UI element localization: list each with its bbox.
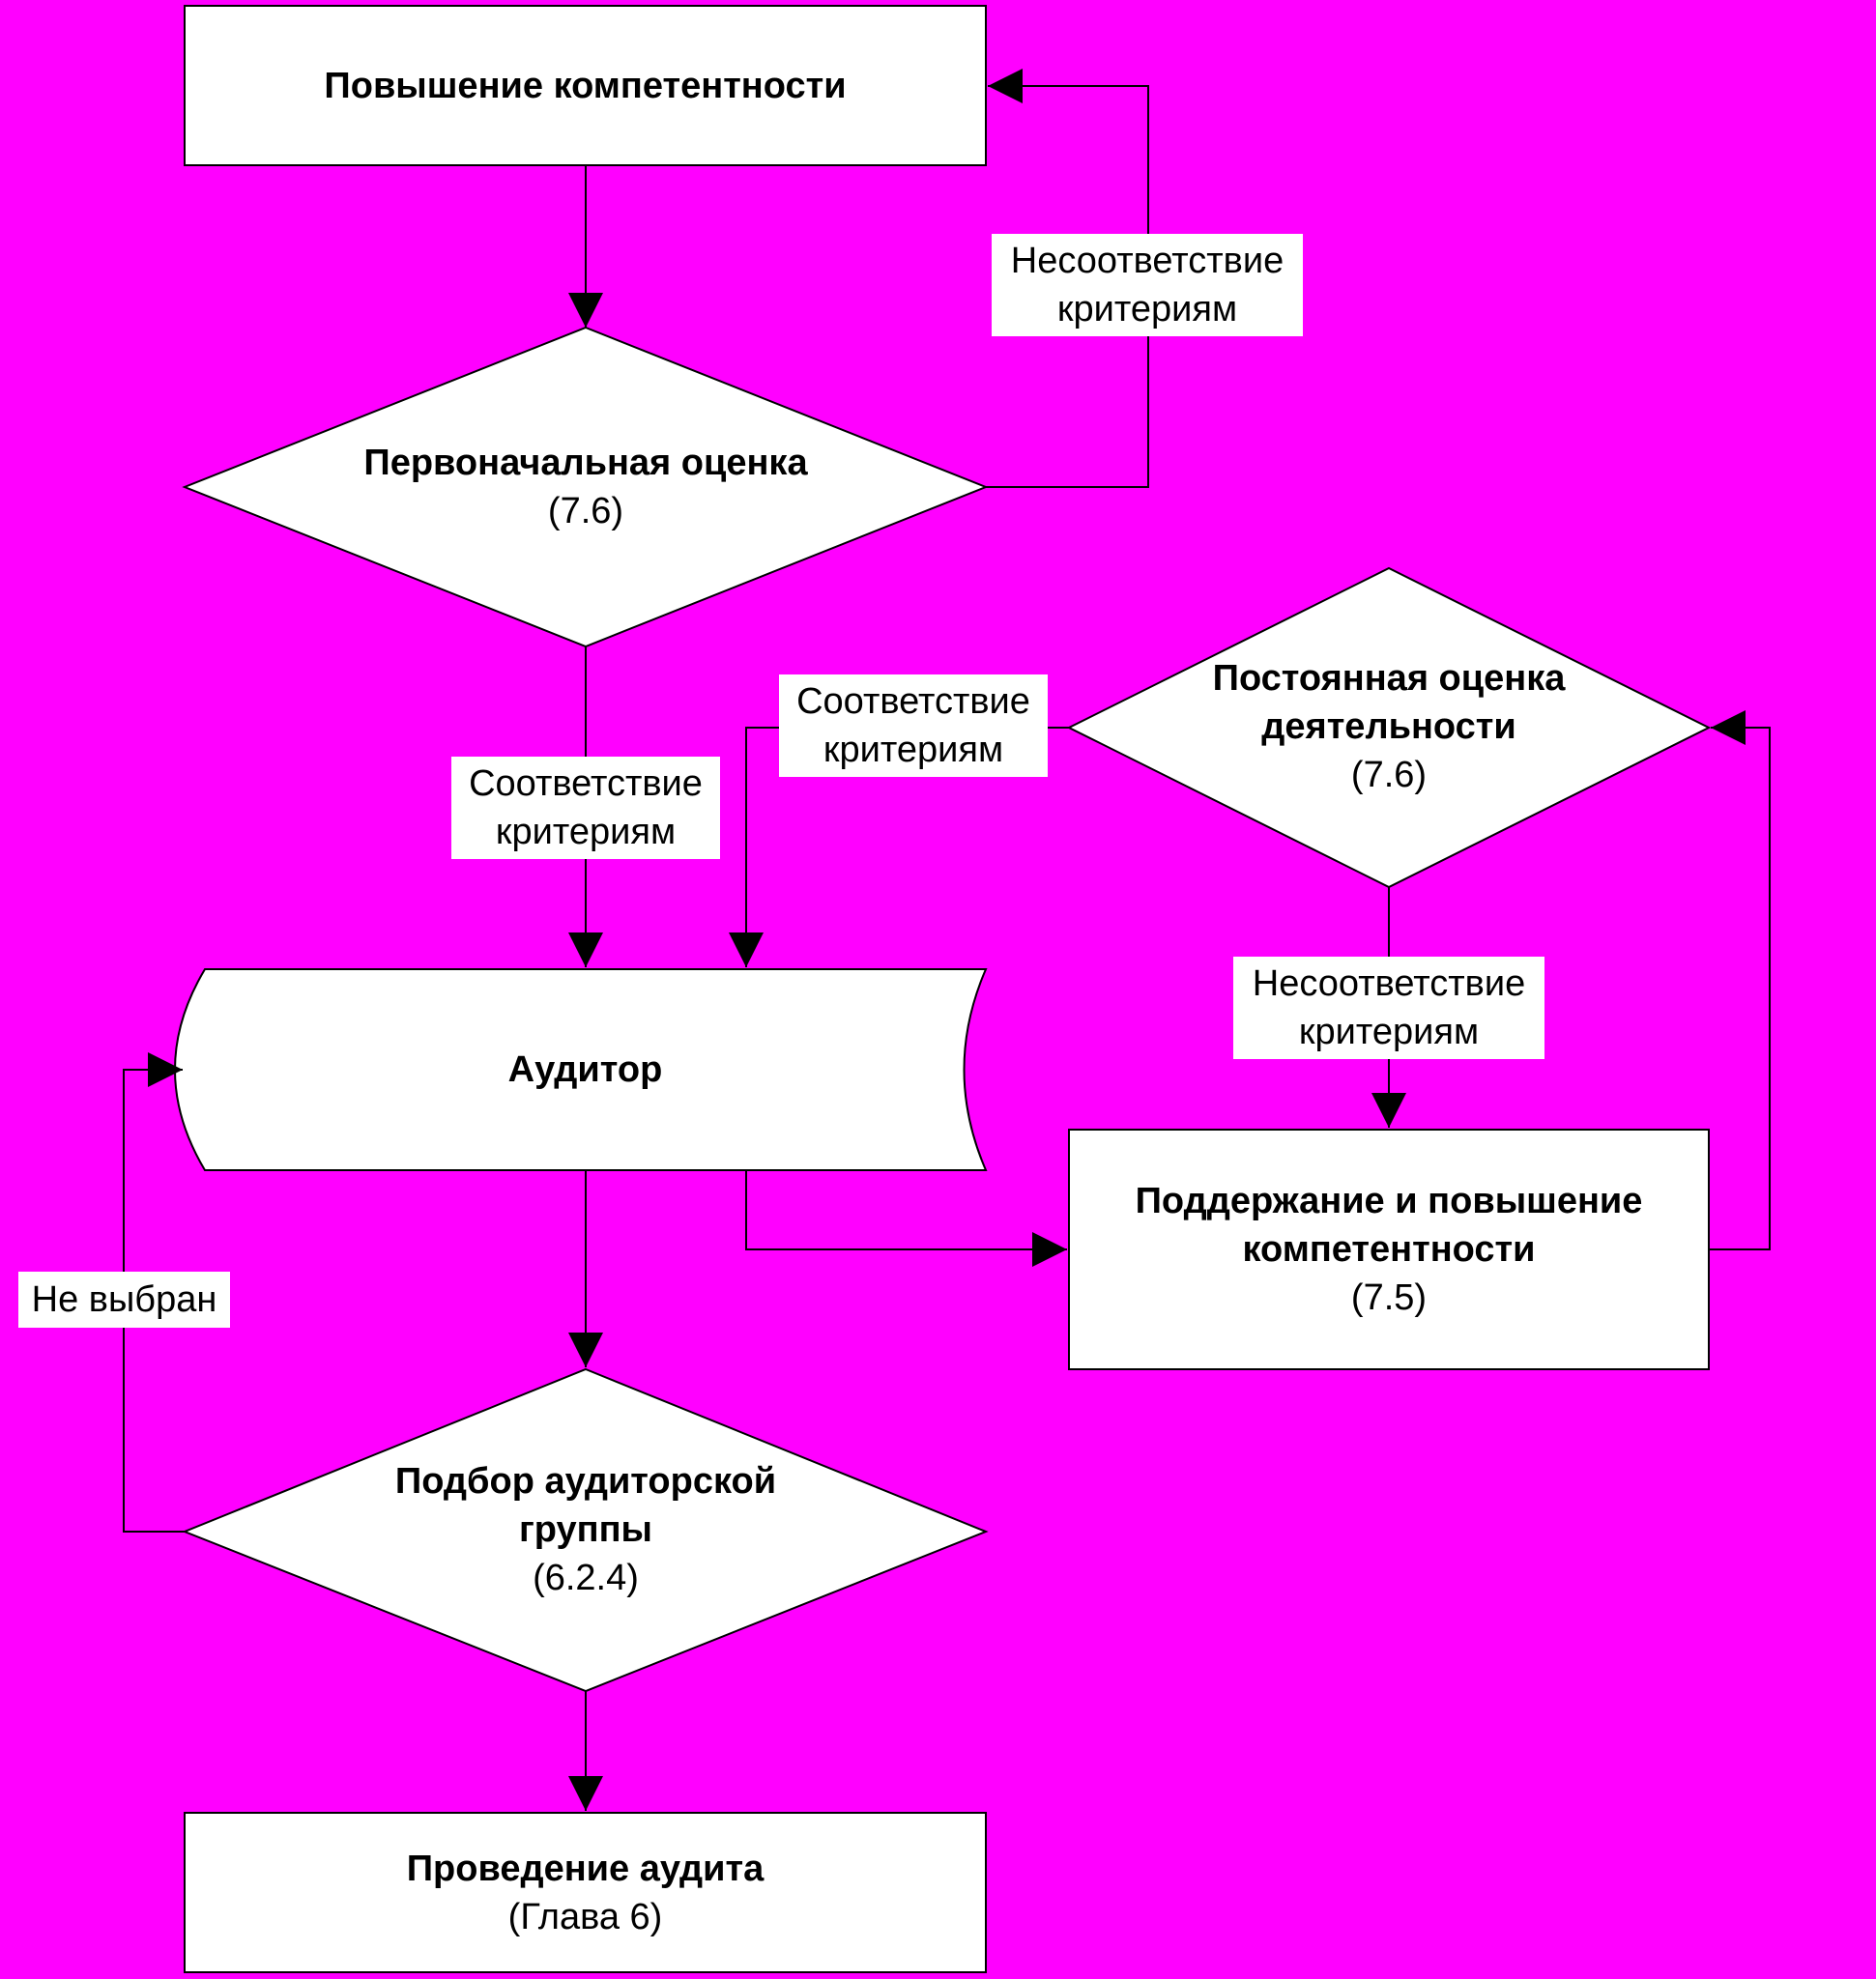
team-select-title-line1: Подбор аудиторской	[394, 1461, 777, 1502]
auditor-title: Аудитор	[507, 1049, 663, 1090]
edge-label-match-right-line1: Соответствие	[796, 681, 1030, 722]
edge-label-match-left-line2: критериям	[495, 812, 677, 852]
maintain-title-line1: Поддержание и повышение	[1135, 1181, 1643, 1221]
arrow-maintain-to-ongoing	[1709, 710, 1771, 1250]
ongoing-eval-ref: (7.6)	[1350, 755, 1428, 795]
raise-competence-title: Повышение компетентности	[324, 65, 847, 106]
edge-label-match-left-line1: Соответствие	[469, 763, 703, 804]
raise-competence-box	[184, 5, 987, 166]
team-select-title-line2: группы	[518, 1509, 653, 1550]
arrow-auditor-to-maintain	[745, 1170, 1067, 1267]
edge-label-mismatch-right: Несоответствие критериям	[1233, 957, 1544, 1059]
ongoing-eval-text: Постоянная оценка деятельности (7.6)	[1128, 654, 1650, 799]
conduct-audit-box	[184, 1812, 987, 1973]
edge-label-match-right-line2: критериям	[823, 730, 1004, 770]
edge-label-not-selected-text: Не выбран	[31, 1279, 217, 1320]
team-select-text: Подбор аудиторской группы (6.2.4)	[281, 1457, 890, 1602]
maintain-text: Поддержание и повышение компетентности (…	[1069, 1130, 1709, 1369]
edge-label-match-right: Соответствие критериям	[779, 674, 1048, 777]
initial-eval-ref: (7.6)	[547, 491, 624, 531]
edge-label-mismatch-top: Несоответствие критериям	[992, 234, 1303, 336]
edge-label-not-selected: Не выбран	[18, 1272, 230, 1328]
maintain-ref: (7.5)	[1350, 1277, 1428, 1318]
conduct-audit-ref: (Глава 6)	[507, 1896, 663, 1937]
auditor-text: Аудитор	[185, 969, 986, 1170]
ongoing-eval-title-line1: Постоянная оценка	[1212, 658, 1566, 699]
initial-eval-text: Первоначальная оценка (7.6)	[281, 415, 890, 559]
edge-label-mismatch-right-line2: критериям	[1298, 1012, 1480, 1052]
edge-label-match-left: Соответствие критериям	[451, 757, 720, 859]
ongoing-eval-title-line2: деятельности	[1261, 706, 1516, 747]
maintain-title-line2: компетентности	[1242, 1229, 1536, 1270]
team-select-ref: (6.2.4)	[533, 1558, 639, 1598]
conduct-audit-title: Проведение аудита	[406, 1848, 765, 1889]
conduct-audit-text: Проведение аудита (Глава 6)	[185, 1813, 986, 1972]
auditor-shape	[174, 968, 988, 1171]
initial-eval-title: Первоначальная оценка	[363, 443, 808, 483]
edge-label-mismatch-right-line1: Несоответствие	[1252, 963, 1526, 1004]
maintain-box	[1068, 1129, 1710, 1370]
raise-competence-text: Повышение компетентности	[185, 6, 986, 165]
edge-label-mismatch-top-line2: критериям	[1056, 289, 1238, 330]
edge-label-mismatch-top-line1: Несоответствие	[1010, 241, 1284, 281]
